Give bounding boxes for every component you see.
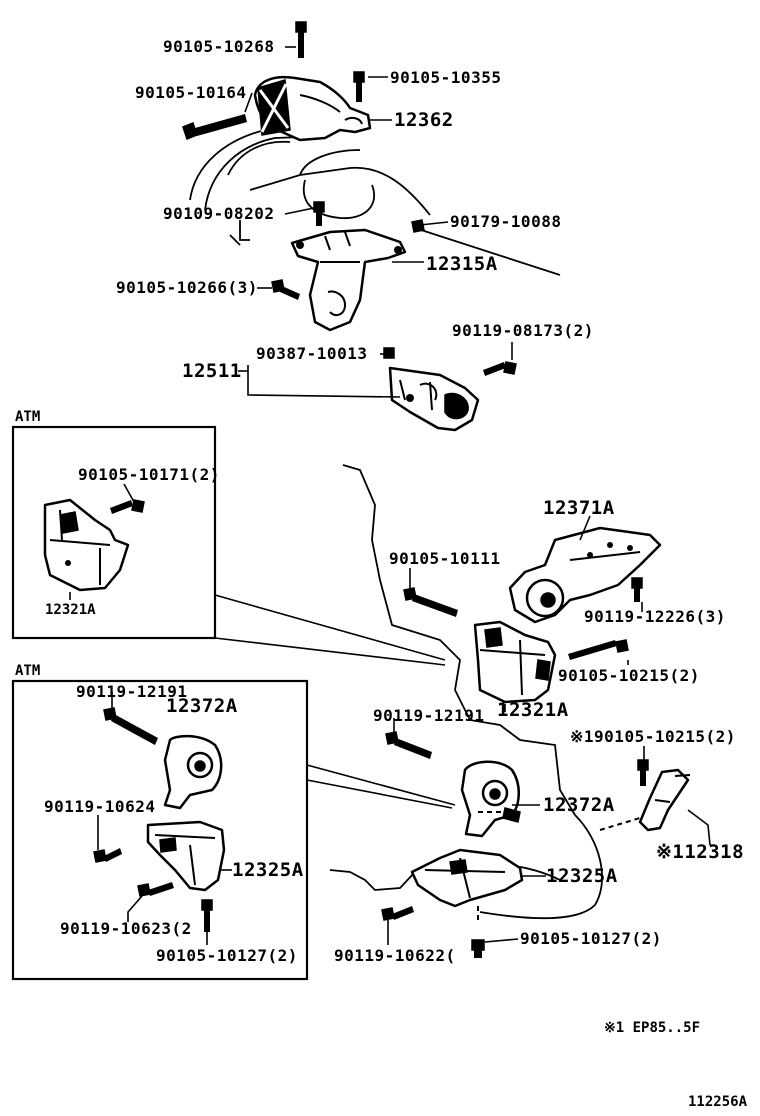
figure-id: 112256A — [688, 1094, 748, 1110]
label-90105-10171: 90105-10171(2) — [78, 465, 220, 484]
bracket-12321A — [473, 620, 557, 704]
hex-bolt-icon — [182, 114, 247, 140]
label-90119-10624: 90119-10624 — [44, 797, 155, 816]
label-90387-10013: 90387-10013 — [256, 344, 367, 363]
atm-box-2-frame — [11, 679, 309, 981]
footnote-note: ※1 EP85..5F — [604, 1020, 700, 1036]
mount-12372A-atm — [163, 734, 223, 810]
hex-bolt-icon — [353, 71, 365, 102]
label-90109-08202: 90109-08202 — [163, 204, 274, 223]
label-12371A: 12371A — [543, 497, 615, 519]
label-90105-10215: 90105-10215(2) — [558, 666, 700, 685]
label-12325A-atm: 12325A — [232, 859, 304, 881]
hex-bolt-icon — [103, 707, 158, 745]
bracket-12325A — [410, 848, 524, 908]
mount-12371A — [508, 526, 662, 624]
bracket-12321A-atm — [43, 498, 130, 592]
label-12315A: 12315A — [426, 253, 498, 275]
hex-bolt-icon — [631, 577, 643, 602]
label-12372A-atm: 12372A — [166, 695, 238, 717]
bracket-12315A — [290, 228, 407, 332]
hex-bolt-icon — [295, 21, 307, 58]
label-90105-10164: 90105-10164 — [135, 83, 246, 102]
hex-bolt-icon — [383, 347, 395, 359]
label-90119-10622: 90119-10622( — [334, 946, 456, 965]
bracket-12318 — [638, 768, 691, 832]
label-12325A: 12325A — [546, 865, 618, 887]
label-90119-10623: 90119-10623(2 — [60, 919, 192, 938]
label-90119-12226: 90119-12226(3) — [584, 607, 726, 626]
label-12511: 12511 — [182, 360, 242, 382]
label-90105-10266: 90105-10266(3) — [116, 278, 258, 297]
label-12321A: 12321A — [497, 699, 569, 721]
label-90119-12191: 90119-12191 — [373, 706, 484, 725]
label-90105-10268: 90105-10268 — [163, 37, 274, 56]
hex-bolt-icon — [93, 848, 122, 863]
label-12372A: 12372A — [543, 794, 615, 816]
bracket-12325A-atm — [146, 820, 226, 892]
hex-bolt-icon — [110, 499, 145, 514]
hex-bolt-icon — [568, 639, 629, 660]
label-12321A-atm: 12321A — [45, 602, 96, 618]
label-90105-10127: 90105-10127(2) — [520, 929, 662, 948]
hex-bolt-icon — [483, 361, 517, 376]
label-90105-10355: 90105-10355 — [390, 68, 501, 87]
label-90119-12191-atm: 90119-12191 — [76, 682, 187, 701]
mount-12372A — [460, 760, 521, 838]
atm-box-2-title: ATM — [15, 663, 40, 679]
mount-12362 — [253, 76, 372, 142]
hex-bolt-icon — [137, 882, 174, 897]
hex-bolt-icon — [403, 587, 458, 617]
hex-bolt-icon — [201, 899, 213, 932]
label-x1-90105-10215: ※190105-10215(2) — [570, 727, 736, 746]
label-x1-12318: ※112318 — [656, 841, 744, 863]
label-12362: 12362 — [394, 109, 454, 131]
atm-box-1-title: ATM — [15, 409, 40, 425]
hex-bolt-icon — [271, 279, 300, 300]
hex-bolt-icon — [637, 759, 649, 786]
label-90105-10111: 90105-10111 — [389, 549, 500, 568]
hex-bolt-icon — [385, 731, 432, 759]
hex-bolt-icon — [471, 939, 485, 958]
hex-bolt-icon — [381, 906, 414, 921]
mount-12511 — [388, 366, 480, 432]
leader-lines — [69, 46, 711, 945]
atm-box-1-frame — [11, 425, 217, 640]
label-90105-10127-atm: 90105-10127(2) — [156, 946, 298, 965]
label-90119-08173: 90119-08173(2) — [452, 321, 594, 340]
label-90179-10088: 90179-10088 — [450, 212, 561, 231]
hex-bolt-icon — [411, 219, 425, 233]
